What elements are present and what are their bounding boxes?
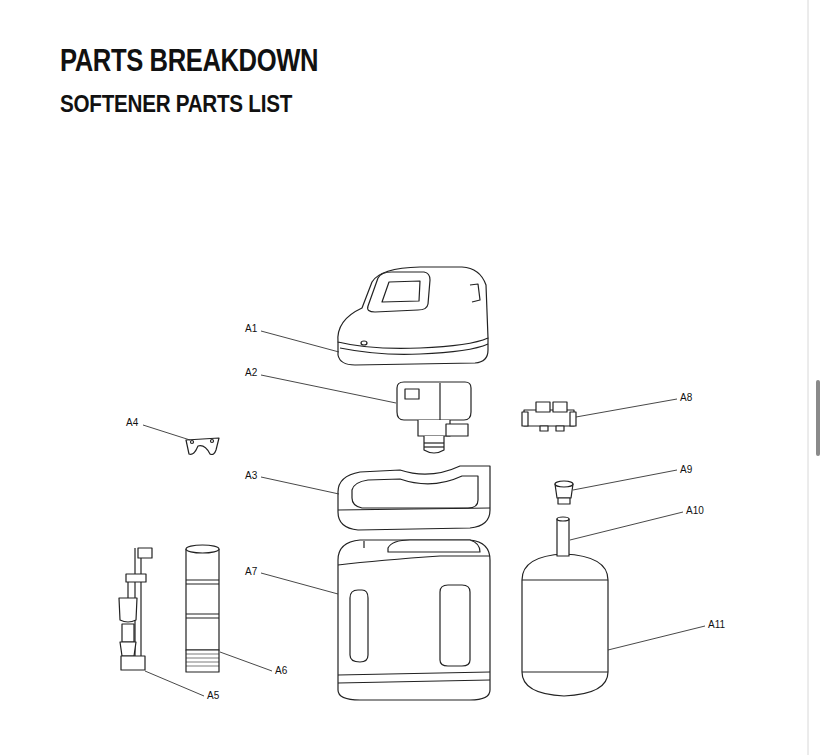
leader-line: [573, 470, 677, 490]
clip: [186, 438, 219, 455]
leader-line: [145, 671, 204, 696]
cover: [338, 267, 488, 365]
callout-number: A10: [686, 506, 704, 516]
leader-line: [261, 375, 396, 403]
bypass-valve: [522, 402, 576, 431]
leader-line: [143, 425, 190, 440]
distributor-basket: [555, 481, 573, 504]
section-heading: SOFTENER PARTS LIST: [60, 93, 292, 116]
callout-number: A2: [245, 368, 257, 378]
callout-number: A9: [680, 465, 692, 475]
page-border: [808, 0, 809, 755]
callout-number: A5: [207, 691, 219, 701]
cabinet: [338, 540, 490, 700]
callout-number: A4: [126, 418, 138, 428]
brine-valve: [119, 548, 152, 670]
leader-line: [576, 399, 677, 417]
scroll-bar: [816, 380, 820, 456]
leader-line: [220, 652, 272, 671]
leader-lines: [143, 331, 705, 696]
control-valve: [397, 382, 471, 453]
callout-number: A11: [708, 620, 725, 630]
callout-number: A8: [680, 393, 692, 403]
page-title: PARTS BREAKDOWN: [60, 44, 318, 76]
callout-number: A1: [245, 324, 257, 334]
brine-well-tube: [186, 545, 219, 672]
callout-number: A3: [245, 471, 257, 481]
collar-ring: [338, 466, 490, 530]
callout-number: A6: [275, 666, 287, 676]
leader-line: [261, 477, 339, 494]
leader-line: [608, 626, 705, 650]
leader-line: [261, 573, 338, 594]
leader-line: [570, 512, 683, 540]
leader-line: [261, 331, 339, 352]
callout-number: A7: [245, 567, 257, 577]
resin-tank: [522, 517, 608, 696]
